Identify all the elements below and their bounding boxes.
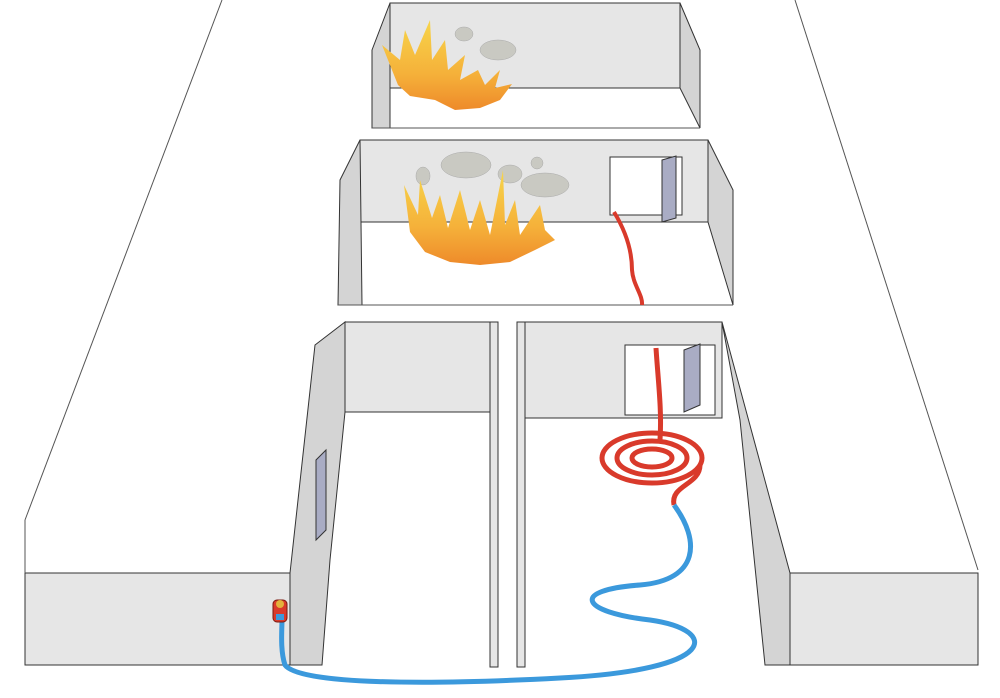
charged-hose xyxy=(612,210,645,306)
bottom-right-room xyxy=(516,321,723,668)
bottom-left-room xyxy=(289,320,499,668)
hose-coil-icon xyxy=(599,347,705,506)
smoke-icon xyxy=(415,26,570,198)
door[interactable] xyxy=(315,448,327,542)
hydrant-icon[interactable] xyxy=(272,599,288,623)
doorway xyxy=(624,344,716,416)
left-corridor-wall xyxy=(24,0,291,666)
right-corridor-wall xyxy=(721,0,979,666)
fire-icon xyxy=(382,20,555,265)
door[interactable] xyxy=(683,343,701,413)
supply-hose xyxy=(279,503,698,685)
door[interactable] xyxy=(661,155,677,223)
